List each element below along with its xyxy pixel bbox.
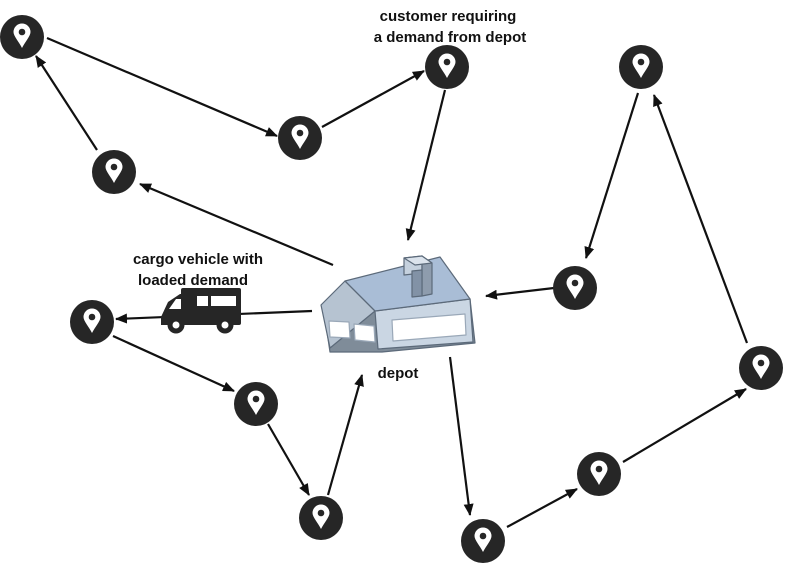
route-arrow	[267, 423, 310, 496]
warehouse-icon	[320, 255, 476, 353]
map-pin-icon	[92, 150, 136, 194]
map-pin-icon	[425, 45, 469, 89]
map-pin-icon	[70, 300, 114, 344]
route-arrow	[326, 374, 364, 496]
vehicle-annotation-line1: cargo vehicle with	[133, 251, 263, 268]
route-arrow	[448, 356, 474, 516]
map-pin-icon	[234, 382, 278, 426]
route-arrow	[485, 286, 555, 300]
route-arrow	[622, 388, 747, 463]
map-pin-icon	[461, 519, 505, 563]
route-arrow	[506, 488, 578, 528]
map-pin-icon	[739, 346, 783, 390]
customer-annotation-line1: customer requiring	[380, 8, 517, 25]
route-arrow	[46, 36, 278, 138]
route-arrow	[139, 182, 334, 267]
route-arrow	[652, 94, 749, 344]
depot-label: depot	[378, 365, 419, 382]
route-arrow	[35, 55, 98, 151]
map-pin-icon	[0, 15, 44, 59]
map-pin-icon	[577, 452, 621, 496]
route-arrow	[321, 70, 425, 128]
cargo-truck-icon	[161, 288, 241, 334]
map-pin-icon	[619, 45, 663, 89]
route-arrow	[584, 92, 640, 259]
map-pin-icon	[299, 496, 343, 540]
customer-annotation-line2: a demand from depot	[374, 29, 527, 46]
map-pin-icon	[553, 266, 597, 310]
route-arrow	[405, 89, 447, 241]
vehicle-annotation-line2: loaded demand	[138, 272, 248, 289]
route-arrow	[112, 334, 235, 393]
map-pin-icon	[278, 116, 322, 160]
